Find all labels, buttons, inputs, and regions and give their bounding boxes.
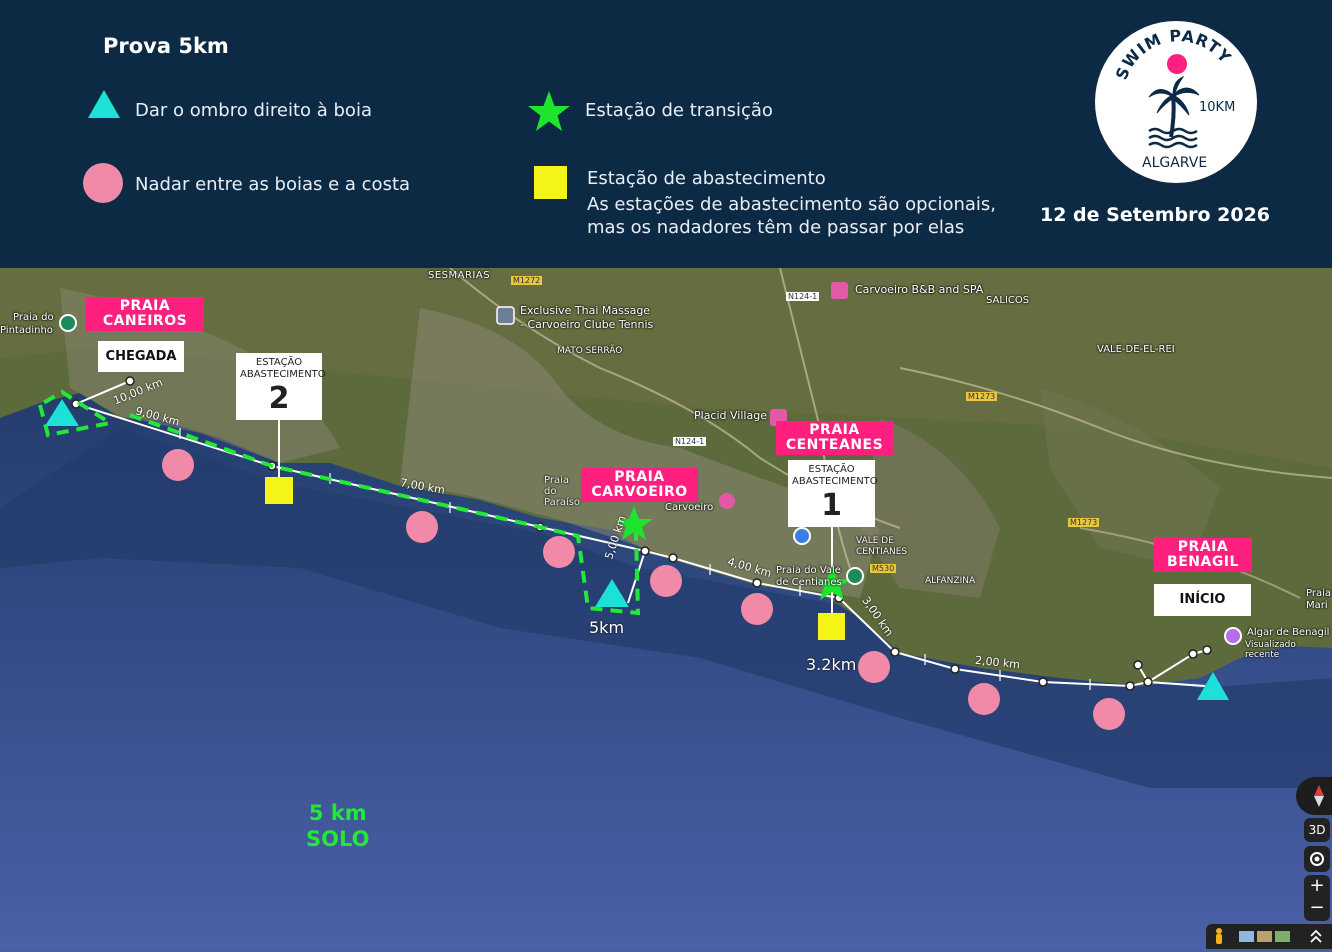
pink-circle-icon bbox=[83, 163, 123, 203]
place-thai2: - Carvoeiro Clube Tennis bbox=[520, 318, 654, 331]
three-d-button[interactable]: 3D bbox=[1304, 818, 1330, 842]
hotel-poi-icon bbox=[719, 493, 735, 509]
place-mato: MATO SERRÃO bbox=[557, 346, 623, 356]
place-vale-rei: VALE-DE-EL-REI bbox=[1097, 344, 1175, 355]
expand-icon bbox=[1310, 929, 1322, 943]
layer-thumb-icon bbox=[1239, 931, 1254, 942]
layer-thumb-icon bbox=[1257, 931, 1272, 942]
race-date: 12 de Setembro 2026 bbox=[1040, 204, 1271, 226]
palm-tree-icon bbox=[1148, 75, 1200, 138]
station-2: ESTAÇÃO ABASTECIMENTO 2 bbox=[236, 353, 326, 420]
road-n1241a: N124-1 bbox=[786, 292, 820, 301]
compass-icon bbox=[1314, 785, 1324, 807]
place-visualizado: Visualizado recente bbox=[1245, 640, 1296, 660]
road-m1273b: M1273 bbox=[1068, 518, 1100, 527]
distance-5km: 5km bbox=[589, 618, 625, 637]
feeding-stations bbox=[265, 477, 845, 640]
station-1: ESTAÇÃO ABASTECIMENTO 1 bbox=[788, 460, 878, 527]
legend-header: Prova 5km Dar o ombro direito à boia Nad… bbox=[0, 0, 1332, 268]
place-thai: Exclusive Thai Massage bbox=[520, 304, 651, 317]
waves-icon bbox=[1148, 127, 1198, 149]
logo-location: ALGARVE bbox=[1142, 155, 1207, 171]
finish-label: CHEGADA bbox=[98, 341, 184, 372]
cyan-triangle-icon bbox=[88, 90, 120, 118]
locate-button[interactable] bbox=[1304, 846, 1330, 872]
place-salicos: SALICOS bbox=[986, 295, 1030, 306]
place-placid: Placid Village bbox=[694, 409, 767, 422]
place-vale-centianes: VALE DE CENTIANES bbox=[856, 536, 908, 557]
yellow-square-icon bbox=[534, 166, 567, 199]
green-star-icon bbox=[528, 91, 570, 131]
beach-poi-icon bbox=[59, 314, 77, 332]
place-paraiso: Praia do Paraíso bbox=[544, 475, 581, 508]
compass-control[interactable] bbox=[1296, 777, 1332, 815]
legend-feeding-note-1: As estações de abastecimento são opciona… bbox=[587, 194, 996, 215]
legend-feeding-note-2: mas os nadadores têm de passar por elas bbox=[587, 217, 965, 238]
sun-icon bbox=[1167, 54, 1187, 74]
transition-stars bbox=[615, 506, 851, 600]
cyan-buoys bbox=[45, 399, 1229, 700]
hotel-poi-icon bbox=[831, 282, 848, 299]
pink-buoys bbox=[162, 449, 1125, 730]
zoom-in-button[interactable]: + bbox=[1309, 875, 1325, 896]
race-title: Prova 5km bbox=[103, 34, 229, 58]
map-background bbox=[0, 268, 1332, 949]
logo-distance: 10KM bbox=[1199, 100, 1235, 115]
home-poi-icon bbox=[793, 527, 811, 545]
distance-3-2km: 3.2km bbox=[806, 655, 857, 674]
bottom-toolbar bbox=[1206, 924, 1332, 949]
place-alfanzina: ALFANZINA bbox=[925, 576, 976, 586]
swim-party-logo: SWIM PARTY 10KM ALGARVE bbox=[1095, 21, 1257, 183]
legend-feeding-title: Estação de abastecimento bbox=[587, 168, 826, 189]
legend-transition: Estação de transição bbox=[585, 100, 773, 121]
start-label: INÍCIO bbox=[1154, 584, 1251, 616]
zoom-control: + − bbox=[1304, 875, 1330, 921]
solo-route bbox=[37, 389, 641, 616]
place-pintadinho-1: Praia do bbox=[13, 312, 54, 323]
road-m1272: M1272 bbox=[511, 276, 543, 285]
place-bb: Carvoeiro B&B and SPA bbox=[855, 283, 984, 296]
massage-poi-icon bbox=[496, 306, 515, 325]
place-pintadinho-2: Pintadinho bbox=[0, 325, 53, 336]
road-n1241b: N124-1 bbox=[673, 437, 707, 446]
place-praia-mari: Praia Mari bbox=[1306, 588, 1331, 611]
legend-buoy-right: Dar o ombro direito à boia bbox=[135, 100, 372, 121]
place-sesmarias: SESMARIAS bbox=[428, 270, 491, 281]
road-m530: M530 bbox=[870, 564, 897, 573]
place-carvoeiro: Carvoeiro bbox=[665, 502, 714, 513]
legend-between-buoys: Nadar entre as boias e a costa bbox=[135, 174, 411, 195]
road-m1273a: M1273 bbox=[966, 392, 998, 401]
pegman-icon bbox=[1216, 928, 1222, 944]
location-target-icon bbox=[1310, 852, 1324, 866]
sight-poi-icon bbox=[1224, 627, 1242, 645]
place-praia-vale: Praia do Vale de Centianes bbox=[776, 565, 842, 588]
layer-thumb-icon bbox=[1275, 931, 1290, 942]
zoom-out-button[interactable]: − bbox=[1309, 897, 1325, 918]
beach-poi-icon bbox=[846, 567, 864, 585]
place-algar: Algar de Benagil bbox=[1247, 627, 1330, 638]
